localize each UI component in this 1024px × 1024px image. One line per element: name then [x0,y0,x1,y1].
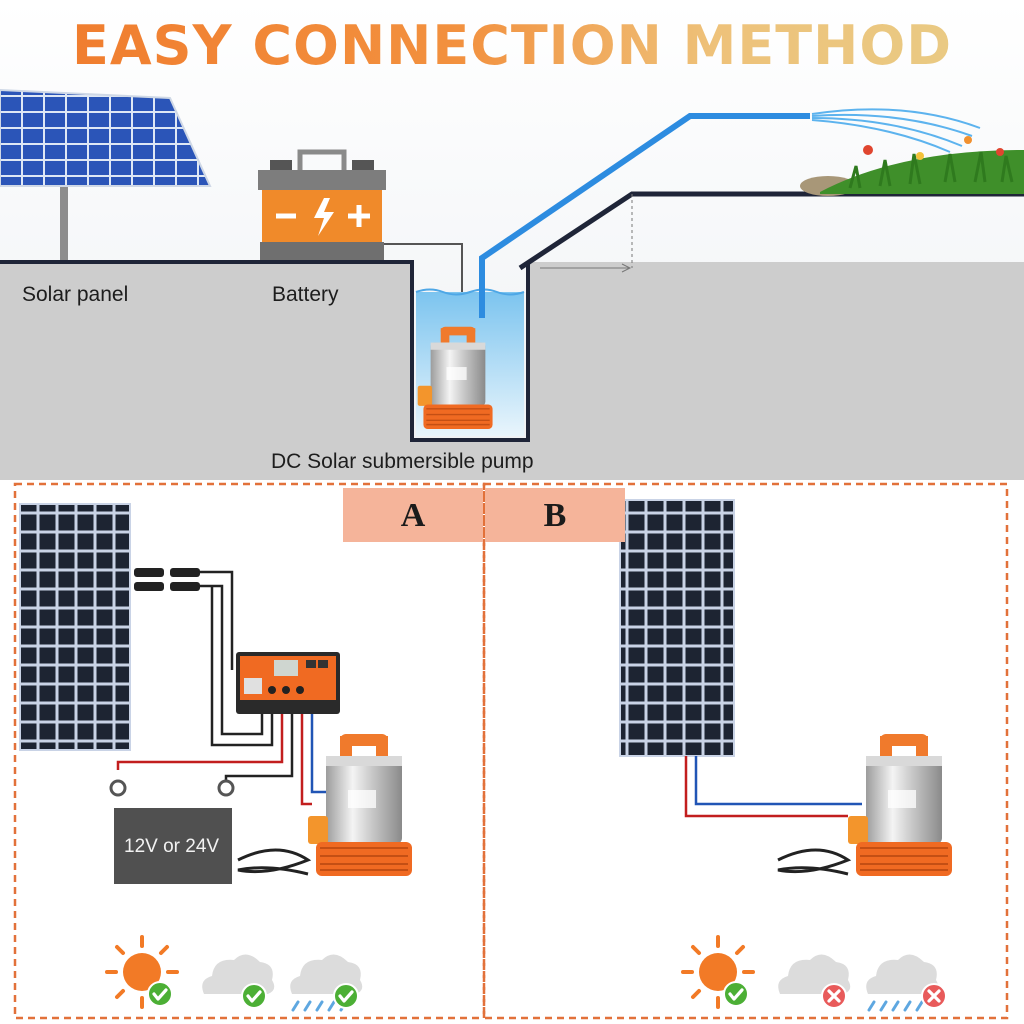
pump-illustration-b [847,733,953,877]
cloudy-icon-a [202,954,275,1010]
well-outline [0,260,530,442]
charge-controller [236,652,340,714]
method-b-frame [482,482,1009,1020]
battery-a [114,808,232,884]
solar-panel-a [19,503,131,751]
battery-label: Battery [272,283,339,306]
wiring-a [116,570,326,806]
battery-voltage-label: 12V or 24V [124,836,220,857]
sunny-icon-a [105,935,179,1009]
solar-panel-label: Solar panel [22,283,129,306]
water-spray [811,108,981,153]
page-title: EASY CONNECTION METHOD [0,14,1024,77]
method-a-frame [13,482,486,1020]
battery-illustration [258,149,463,292]
solar-panel-b [619,499,735,757]
pump-illustration-a [307,733,413,877]
pump-cable-b [777,848,852,876]
cloudy-icon-b [778,954,851,1010]
garden-patch [800,136,1024,196]
sunny-icon-b [681,935,755,1009]
solar-panel-illustration [0,88,212,260]
tab-method-b: B [485,488,625,542]
mc4-connectors [134,568,200,591]
ground [0,262,1024,480]
pump-cable-a [237,848,312,876]
wiring-b [684,756,862,818]
tab-method-a: A [343,488,483,542]
rainy-icon-b [866,954,948,1012]
pump-label: DC Solar submersible pump [271,450,534,473]
rainy-icon-a [290,954,363,1012]
water-pipe [479,113,810,318]
